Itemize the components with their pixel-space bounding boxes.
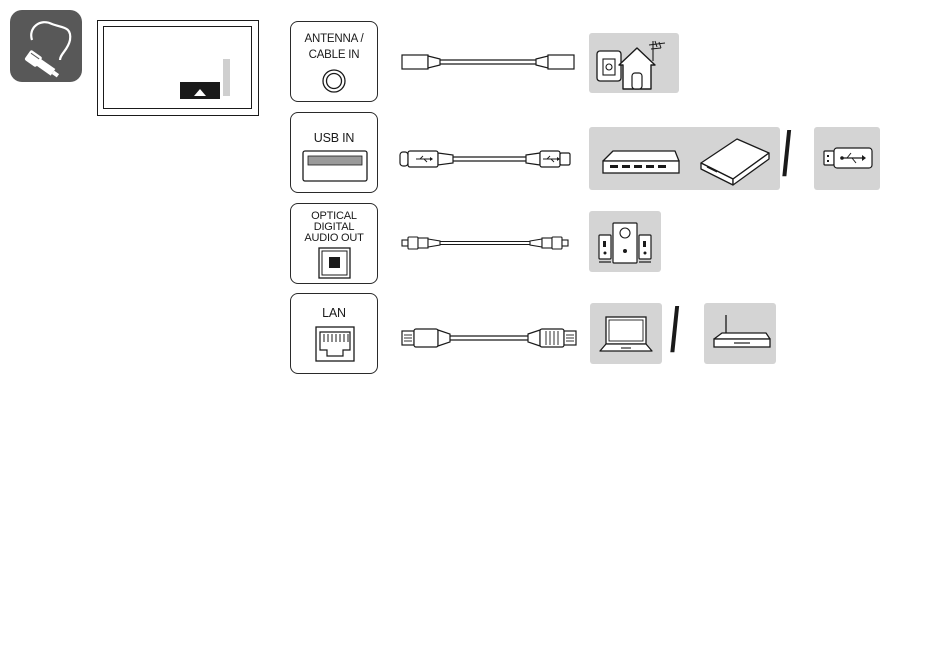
tv-port-panel bbox=[180, 82, 220, 99]
lan-port: LAN bbox=[290, 293, 378, 374]
rj45-socket-icon bbox=[291, 326, 379, 366]
usb-cable-icon bbox=[398, 148, 578, 172]
lan-cable-icon bbox=[400, 326, 580, 350]
optical-port-label-line3: AUDIO OUT bbox=[291, 232, 377, 244]
usb-in-port: USB IN bbox=[290, 112, 378, 193]
antenna-port-label-line2: CABLE IN bbox=[291, 49, 377, 61]
port-location-arrow-icon bbox=[180, 82, 220, 99]
lan-port-label: LAN bbox=[291, 306, 377, 320]
house-antenna-wall-socket-icon bbox=[589, 33, 679, 93]
usb-hub-icon bbox=[601, 127, 681, 190]
optical-socket-icon bbox=[291, 247, 379, 281]
usb-devices-tile bbox=[589, 127, 780, 190]
router-tile bbox=[704, 303, 776, 364]
coaxial-connector-icon bbox=[291, 66, 379, 96]
antenna-device-tile bbox=[589, 33, 679, 93]
optical-cable-icon bbox=[400, 235, 580, 251]
external-hard-drive-icon bbox=[695, 127, 775, 190]
tv-rear-panel-icon bbox=[97, 20, 259, 116]
router-icon bbox=[704, 303, 776, 364]
coaxial-cable-icon bbox=[400, 50, 580, 74]
tv-side-panel bbox=[223, 59, 230, 96]
laptop-tile bbox=[590, 303, 662, 364]
audio-device-tile bbox=[589, 211, 661, 272]
optical-audio-out-port: OPTICAL DIGITAL AUDIO OUT bbox=[290, 203, 378, 284]
lan-separator: / bbox=[670, 296, 679, 366]
usb-a-socket-icon bbox=[291, 149, 379, 189]
speaker-system-icon bbox=[589, 211, 661, 272]
usb-port-label: USB IN bbox=[291, 131, 377, 145]
antenna-port-label-line1: ANTENNA / bbox=[291, 33, 377, 45]
usb-separator: / bbox=[782, 120, 791, 190]
cable-plug-icon bbox=[10, 10, 82, 82]
usb-flash-drive-icon bbox=[814, 127, 880, 190]
usb-flash-tile bbox=[814, 127, 880, 190]
laptop-icon bbox=[590, 303, 662, 364]
connection-badge bbox=[10, 10, 82, 82]
antenna-cable-in-port: ANTENNA / CABLE IN bbox=[290, 21, 378, 102]
